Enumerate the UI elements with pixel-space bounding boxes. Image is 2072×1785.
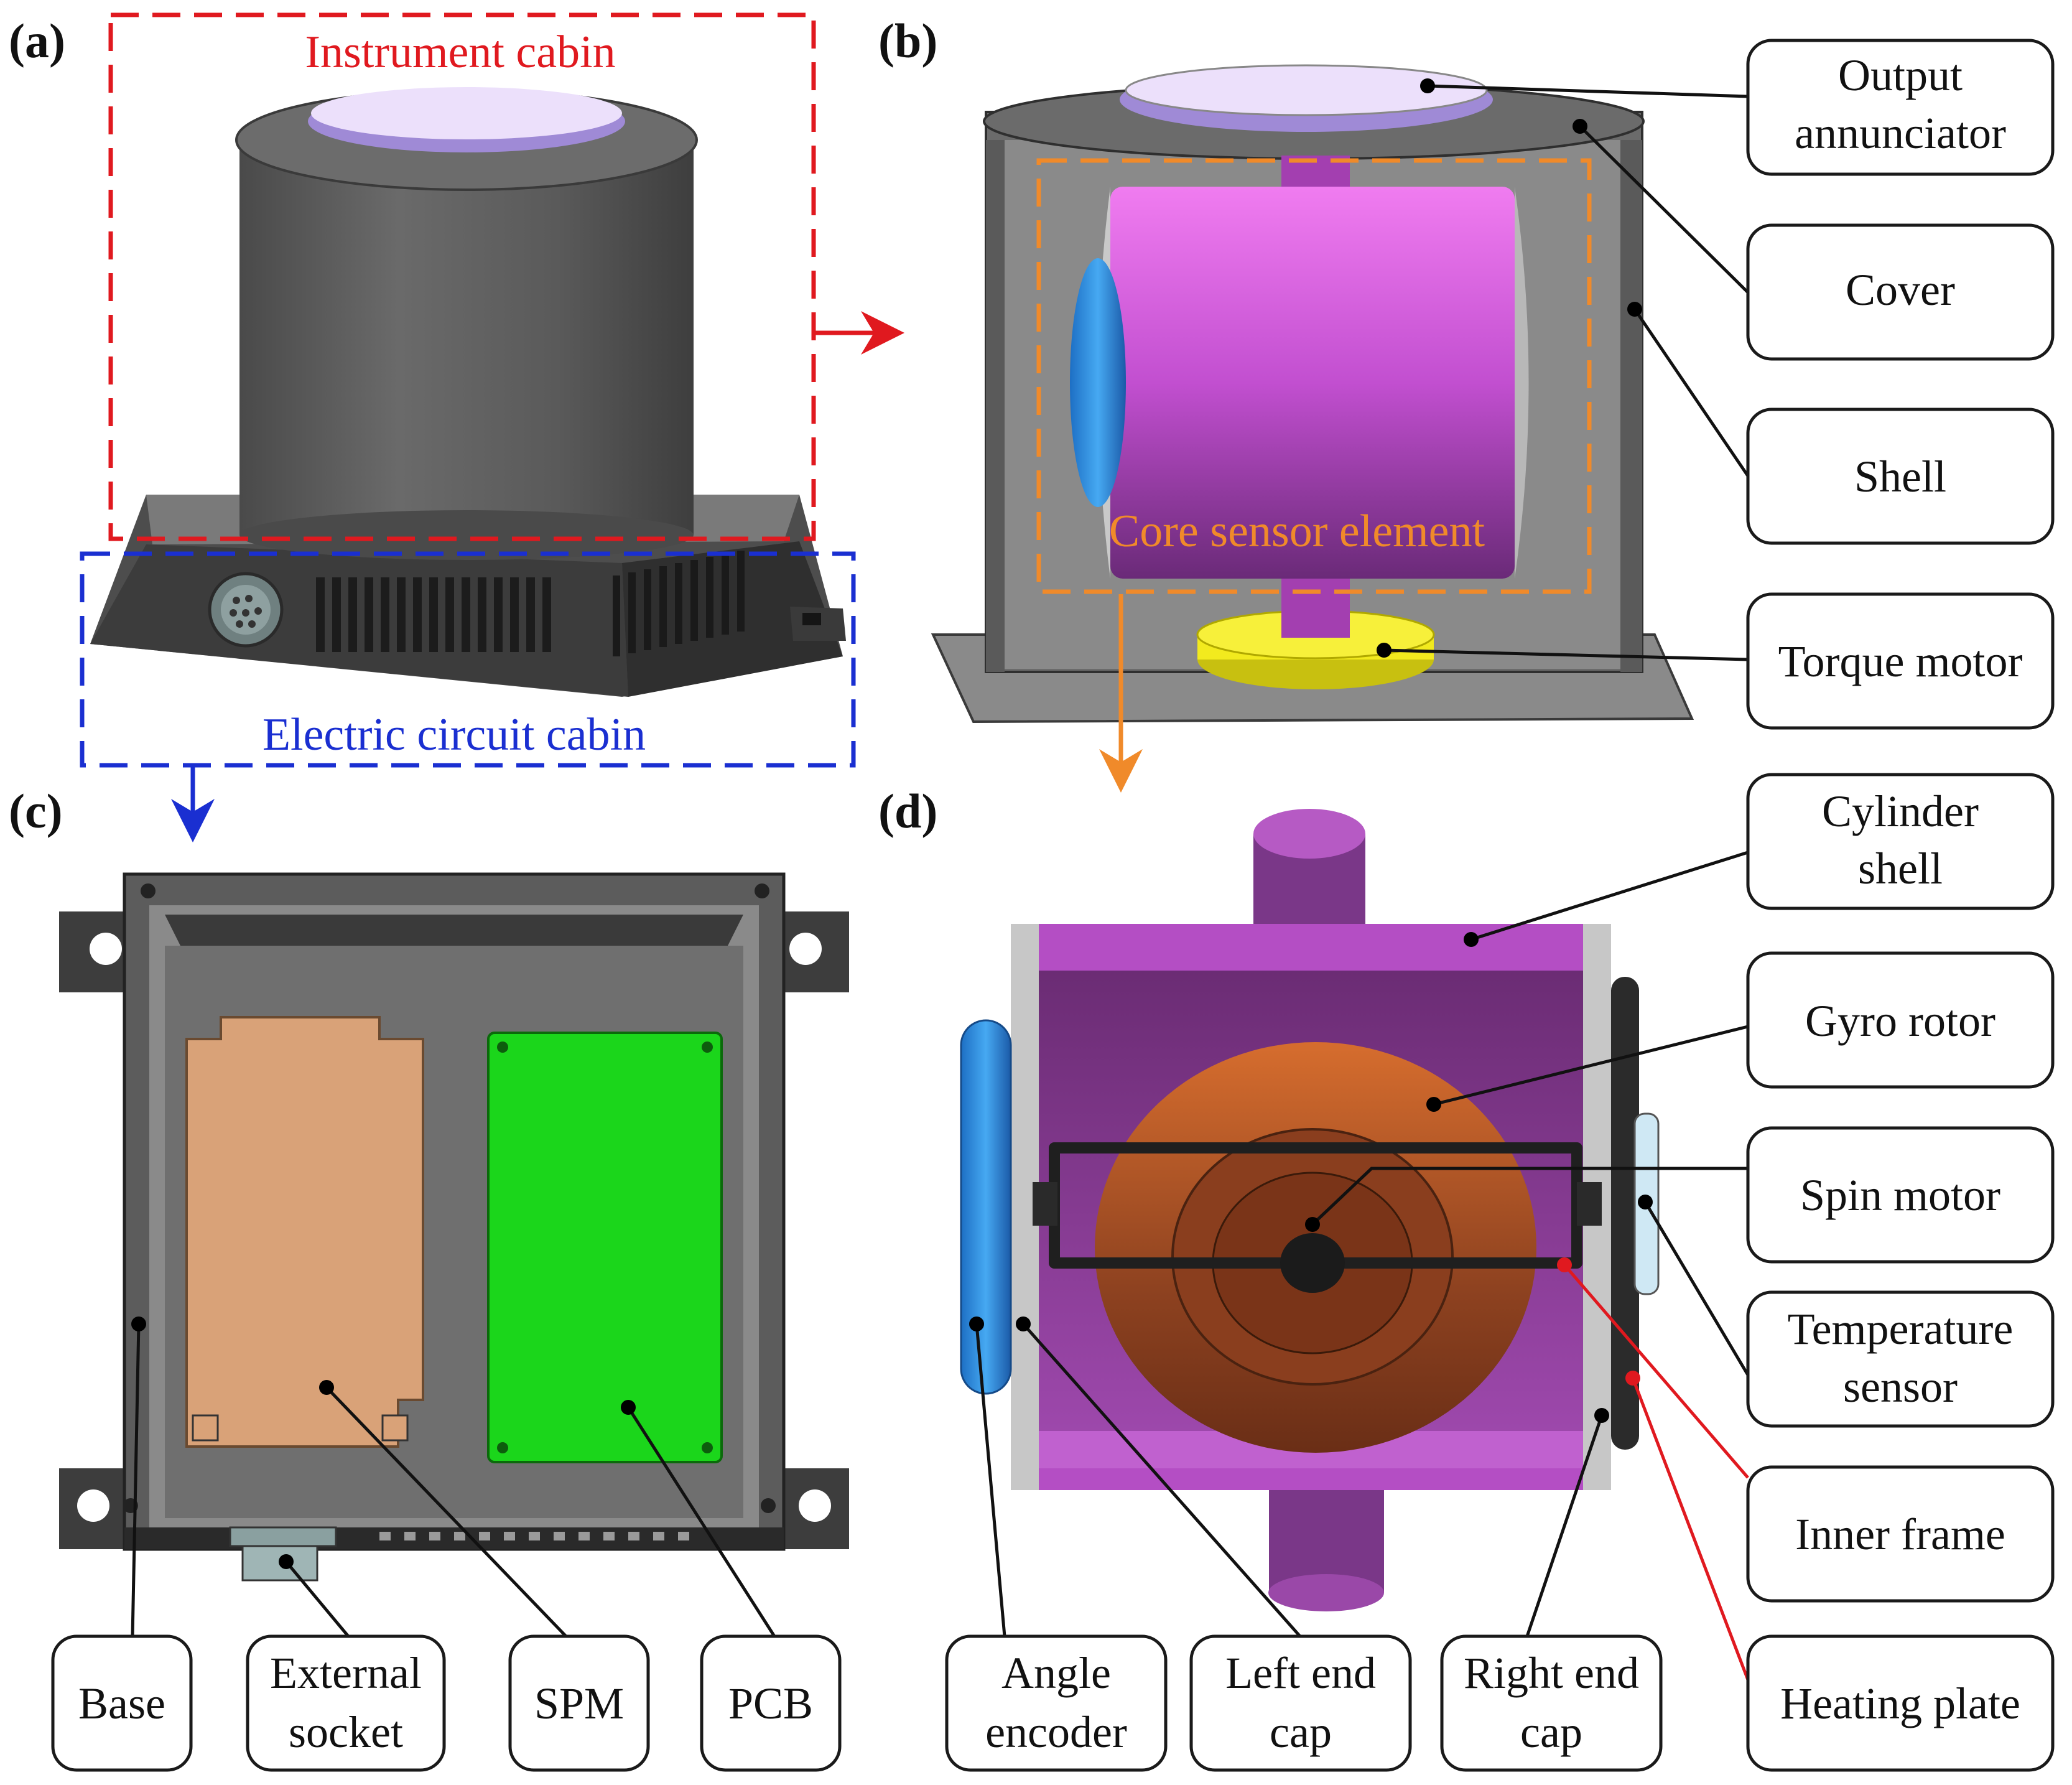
leader-shell [1633, 308, 1750, 477]
bottom-vents [379, 1532, 689, 1540]
callout-line: Torque motor [1778, 636, 2023, 686]
panel-a: (a) [9, 12, 904, 842]
callout-heating-plate: Heating plate [1746, 1634, 2055, 1772]
panel-d: (d) [878, 773, 2055, 1772]
callout-external-socket: External socket [246, 1634, 446, 1772]
base-tray [59, 872, 849, 1551]
callout-line: shell [1858, 844, 1943, 893]
callout-temperature-sensor: Temperature sensor [1746, 1290, 2055, 1428]
leader-inner-frame [1563, 1264, 1749, 1479]
leader-right-end-cap [1525, 1415, 1604, 1637]
core-sensor-cylinder-b [1070, 187, 1529, 579]
callout-inner-frame: Inner frame [1746, 1465, 2055, 1603]
leader-spm [325, 1386, 567, 1638]
panel-label-c: (c) [9, 784, 63, 838]
leader-gyro-rotor [1433, 1025, 1749, 1106]
electric-circuit-cabin-label: Electric circuit cabin [262, 709, 646, 760]
callout-line: External [270, 1648, 422, 1698]
front-vents [316, 577, 551, 652]
core-sensor-element-label: Core sensor element [1109, 506, 1485, 557]
callout-line: annunciator [1795, 108, 2006, 158]
callout-line: Heating plate [1780, 1679, 2020, 1728]
spm-module [185, 1016, 424, 1448]
callout-line: SPM [534, 1679, 624, 1728]
callout-line: Spin motor [1800, 1170, 2000, 1220]
pcb-board [487, 1032, 723, 1463]
callout-line: Inner frame [1795, 1509, 2005, 1559]
callout-gyro-rotor: Gyro rotor [1746, 951, 2055, 1089]
callout-line: Output [1838, 50, 1963, 100]
leader-output-annunciator [1427, 84, 1749, 98]
instrument-cabin-label: Instrument cabin [305, 27, 615, 78]
external-socket-a [208, 572, 284, 648]
callout-cylinder-shell: Cylinder shell [1746, 773, 2055, 910]
callout-line: Right end [1464, 1648, 1639, 1698]
callout-spm: SPM [508, 1634, 650, 1772]
callout-line: Cylinder [1822, 786, 1979, 836]
instrument-cabin-region [108, 12, 816, 541]
leader-external-socket [285, 1560, 350, 1638]
leader-torque-motor [1383, 648, 1749, 661]
panel-label-b: (b) [878, 14, 937, 68]
callout-line: PCB [728, 1679, 813, 1728]
core-sensor-element-region [1036, 158, 1592, 594]
output-annunciator-b [1125, 64, 1488, 116]
callout-line: sensor [1843, 1362, 1958, 1412]
callout-angle-encoder: Angle encoder [945, 1634, 1168, 1772]
callout-shell: Shell [1746, 408, 2055, 545]
panel-label-a: (a) [9, 14, 65, 68]
leader-base [131, 1323, 141, 1637]
callout-line: Base [78, 1679, 165, 1728]
callout-line: socket [289, 1707, 403, 1757]
panel-b: (b) Core sensor element [878, 14, 2055, 793]
callout-line: Temperature [1788, 1304, 2014, 1354]
external-socket-c [229, 1526, 337, 1582]
callout-output-annunciator: Output annunciator [1746, 39, 2055, 176]
electric-circuit-cabin-region [80, 551, 856, 768]
panel-c: (c) [9, 784, 849, 1772]
leader-left-end-cap [1022, 1323, 1301, 1638]
leader-spin-motor [1311, 1167, 1748, 1226]
callout-pcb: PCB [700, 1634, 842, 1772]
panel-label-d: (d) [878, 784, 937, 838]
callout-line: encoder [985, 1707, 1127, 1757]
callout-left-end-cap: Left end cap [1189, 1634, 1412, 1772]
inner-frame-d [1033, 1142, 1602, 1293]
leader-temperature-sensor [1643, 1201, 1750, 1376]
angle-encoder-d [960, 1019, 1012, 1395]
callout-line: cap [1270, 1707, 1332, 1757]
callout-line: Shell [1854, 452, 1946, 501]
side-vents [613, 551, 745, 656]
callout-cover: Cover [1746, 223, 2055, 361]
callout-base: Base [51, 1634, 193, 1772]
callout-line: Angle [1001, 1648, 1111, 1698]
callout-torque-motor: Torque motor [1746, 592, 2055, 730]
callout-line: cap [1520, 1707, 1582, 1757]
callout-line: Gyro rotor [1805, 996, 1995, 1046]
leader-pcb [626, 1406, 776, 1638]
leader-heating-plate [1631, 1377, 1750, 1680]
callout-line: Cover [1846, 265, 1955, 315]
leader-cylinder-shell [1470, 851, 1749, 941]
leader-cover [1579, 125, 1749, 294]
leader-angle-encoder [975, 1323, 1006, 1637]
callout-spin-motor: Spin motor [1746, 1126, 2055, 1264]
callout-right-end-cap: Right end cap [1440, 1634, 1663, 1772]
instrument-cylinder [235, 87, 698, 560]
bottom-shaft-d [1268, 1481, 1384, 1611]
callout-line: Left end [1225, 1648, 1376, 1698]
